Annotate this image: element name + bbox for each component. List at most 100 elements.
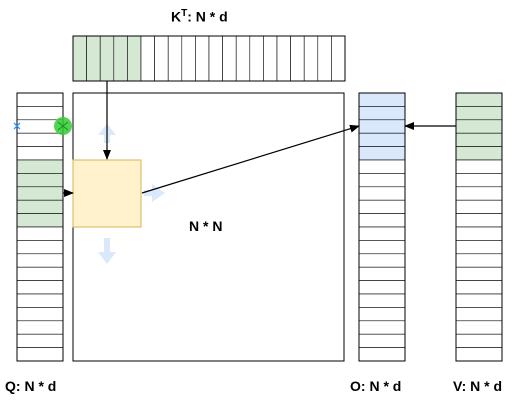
o-column-bar[interactable] [358,92,406,362]
v-cell [455,92,503,107]
v-cell [455,240,503,255]
k-transpose-bar[interactable] [72,35,346,82]
k-cell [113,35,128,82]
tile-block[interactable] [72,159,142,228]
k-cell [181,35,196,82]
q-cell [16,199,64,214]
k-cell [86,35,101,82]
k-cell [154,35,169,82]
v-cell [455,253,503,268]
v-cell [455,226,503,241]
o-bar-outline [358,92,406,362]
o-cell [358,173,406,188]
v-column-bar[interactable] [455,92,503,362]
k-cell [235,35,251,82]
hint-arrow-right-icon [144,184,165,202]
q-cell [16,240,64,255]
v-cell [455,333,503,348]
k-cell [276,35,291,82]
q-cell [16,307,64,322]
o-cell [358,320,406,335]
o-cell [358,106,406,121]
k-cell [263,35,278,82]
v-cell [455,146,503,161]
v-cell [455,347,503,362]
v-cell [455,307,503,322]
v-cell [455,159,503,174]
cross-marker-icon [13,122,21,130]
v-cell [455,199,503,214]
o-cell [358,119,406,134]
v-cell [455,280,503,295]
o-cell [358,333,406,348]
q-cell [16,253,64,268]
v-cell [455,320,503,335]
k-label-rest: : N * d [187,8,228,25]
q-cell [16,92,64,107]
q-cell [16,106,64,121]
arrow-tile-to-o [141,124,360,194]
v-cell [455,186,503,201]
o-cell [358,146,406,161]
o-cell [358,266,406,281]
q-cell [16,266,64,281]
v-cell [455,266,503,281]
k-cell [208,35,223,82]
connection-handle-icon[interactable] [54,117,72,135]
o-cell [358,253,406,268]
k-cell [249,35,264,82]
o-cell [358,226,406,241]
q-cell [16,280,64,295]
k-cell [222,35,237,82]
k-cell [140,35,155,82]
q-cell [16,173,64,188]
k-cell [127,35,142,82]
o-cell [358,293,406,308]
hint-arrow-down-icon [98,238,116,264]
k-cell [99,35,115,82]
q-cell [16,213,64,228]
k-transpose-label: KT: N * d [171,8,228,25]
o-cell [358,186,406,201]
q-label: Q: N * d [5,378,57,394]
k-cell [72,35,87,82]
o-cell [358,159,406,174]
o-cell [358,307,406,322]
v-cell [455,106,503,121]
k-cell [331,35,346,82]
k-bar-outline [72,35,346,82]
o-cell [358,132,406,147]
q-cell [16,347,64,362]
o-cell [358,240,406,255]
v-cell [455,173,503,188]
q-cell [16,226,64,241]
q-bar-outline [16,92,64,362]
q-column-bar[interactable] [16,92,64,362]
o-cell [358,280,406,295]
o-cell [358,347,406,362]
o-label: O: N * d [350,378,402,394]
k-cell [303,35,319,82]
v-bar-outline [455,92,503,362]
q-cell [16,293,64,308]
k-cell [317,35,332,82]
k-cell [167,35,183,82]
v-label: V: N * d [453,378,503,394]
k-cell [195,35,210,82]
nn-label: N * N [189,218,223,234]
o-cell [358,213,406,228]
q-cell [16,132,64,147]
q-cell [16,146,64,161]
q-cell [16,159,64,174]
q-cell [16,186,64,201]
q-cell [16,320,64,335]
v-cell [455,293,503,308]
k-label-text: K [171,8,182,25]
v-cell [455,132,503,147]
o-cell [358,199,406,214]
k-label-superscript: T [181,8,188,19]
v-cell [455,213,503,228]
o-cell [358,92,406,107]
k-cell [290,35,305,82]
